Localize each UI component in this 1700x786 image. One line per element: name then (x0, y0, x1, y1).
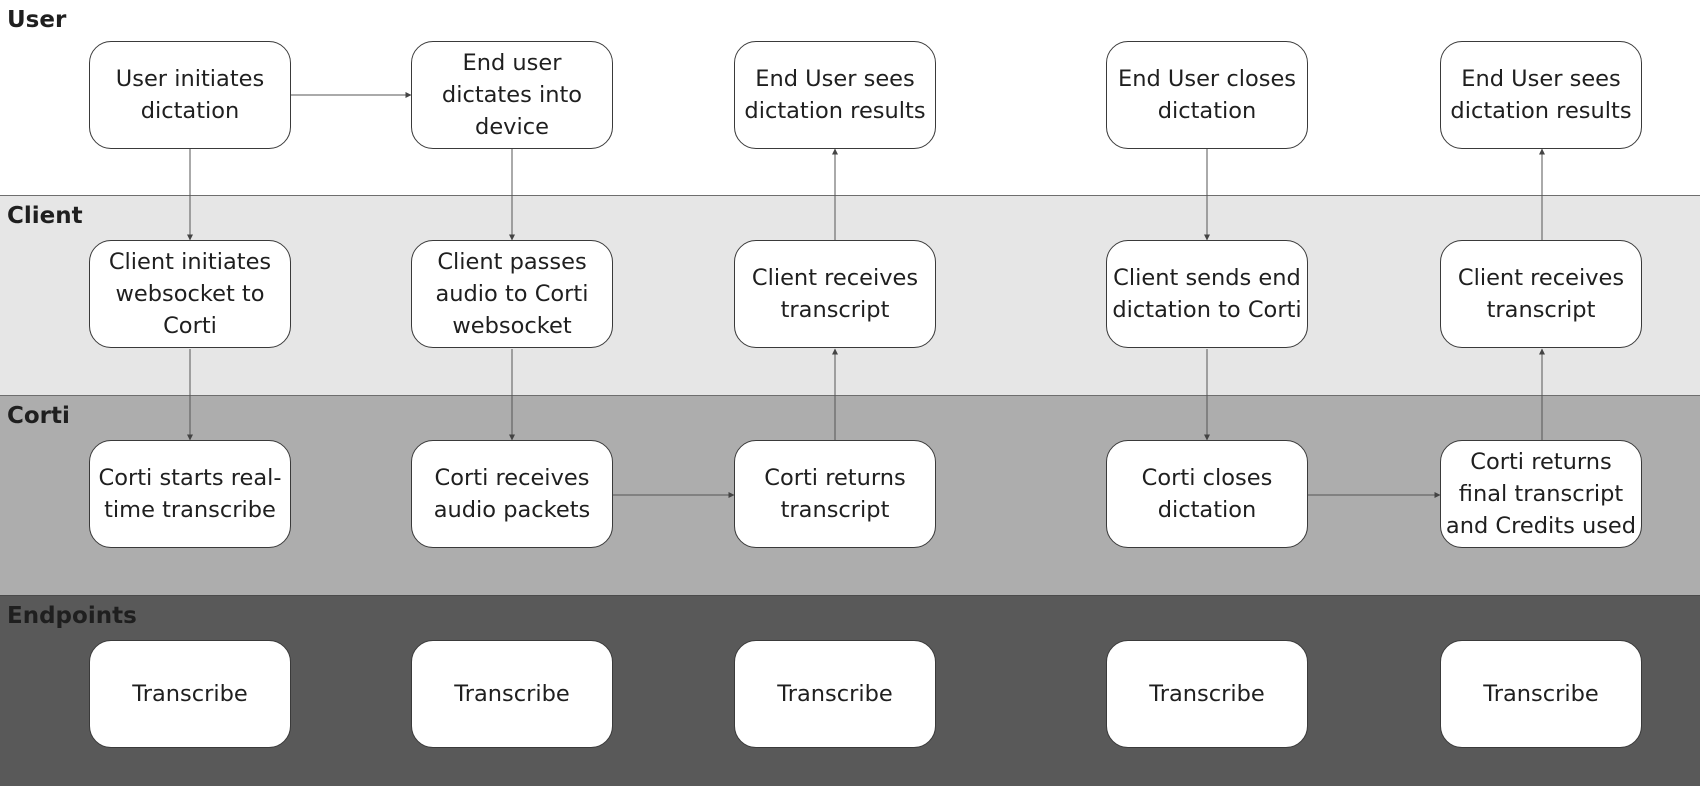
lane-label-corti: Corti (7, 403, 70, 429)
node-endpoint-transcribe-5: Transcribe (1440, 640, 1642, 748)
lane-label-user: User (7, 7, 67, 33)
node-client-passes-audio: Client passes audio to Corti websocket (411, 240, 613, 348)
node-endpoint-transcribe-1: Transcribe (89, 640, 291, 748)
node-corti-returns-transcript: Corti returns transcript (734, 440, 936, 548)
node-end-user-dictates: End user dictates into device (411, 41, 613, 149)
node-client-sends-end-dictation: Client sends end dictation to Corti (1106, 240, 1308, 348)
node-endpoint-transcribe-3: Transcribe (734, 640, 936, 748)
node-corti-starts-transcribe: Corti starts real-time transcribe (89, 440, 291, 548)
node-end-user-sees-results: End User sees dictation results (734, 41, 936, 149)
node-endpoint-transcribe-2: Transcribe (411, 640, 613, 748)
node-user-initiates-dictation: User initiates dictation (89, 41, 291, 149)
node-corti-returns-final-transcript: Corti returns final transcript and Credi… (1440, 440, 1642, 548)
node-end-user-sees-results-final: End User sees dictation results (1440, 41, 1642, 149)
node-client-initiates-websocket: Client initiates websocket to Corti (89, 240, 291, 348)
node-endpoint-transcribe-4: Transcribe (1106, 640, 1308, 748)
node-corti-closes-dictation: Corti closes dictation (1106, 440, 1308, 548)
lane-label-endpoints: Endpoints (7, 603, 137, 629)
node-end-user-closes-dictation: End User closes dictation (1106, 41, 1308, 149)
node-client-receives-transcript: Client receives transcript (734, 240, 936, 348)
node-corti-receives-audio: Corti receives audio packets (411, 440, 613, 548)
node-client-receives-transcript-final: Client receives transcript (1440, 240, 1642, 348)
lane-label-client: Client (7, 203, 83, 229)
